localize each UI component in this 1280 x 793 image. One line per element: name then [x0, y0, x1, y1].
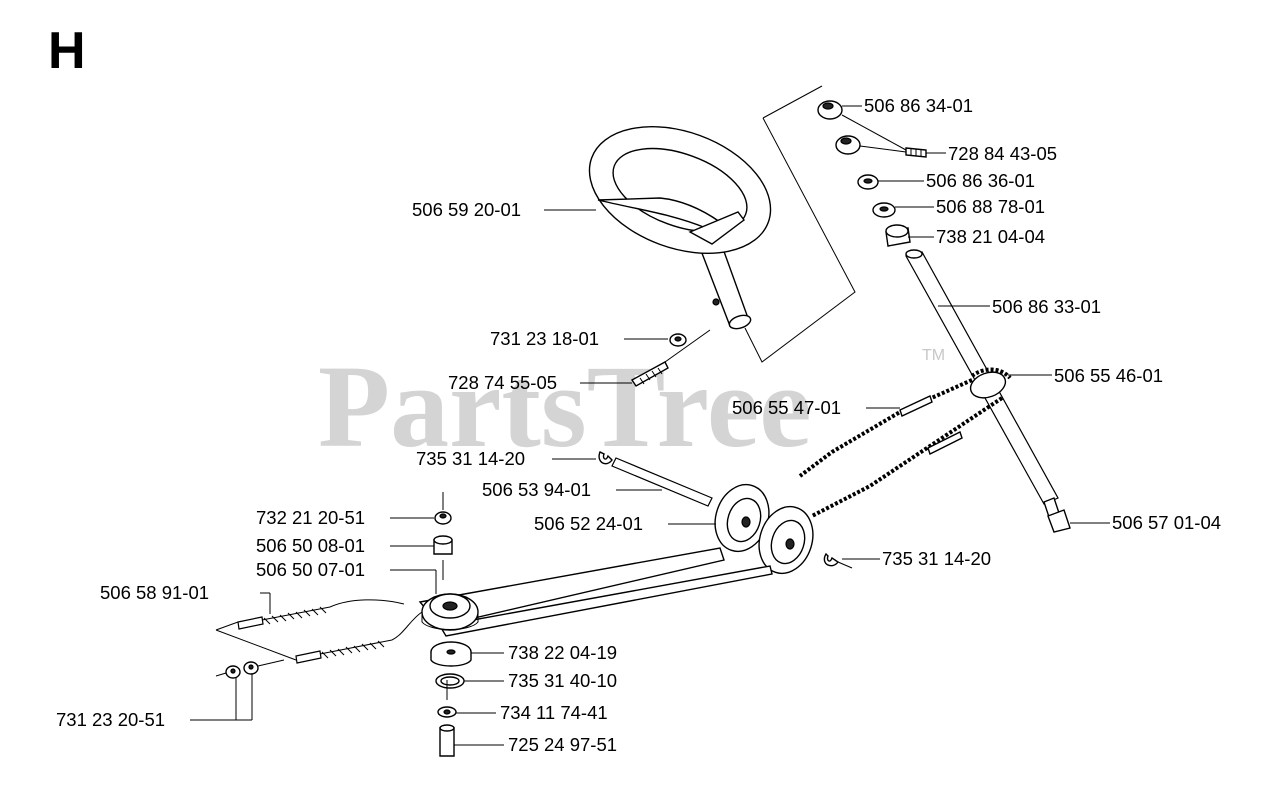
- wheel-group-bracket: [744, 85, 856, 363]
- part-number-labels: 506 86 34-01 728 84 43-05 506 86 36-01 5…: [56, 95, 1221, 755]
- collar-506-86-34[interactable]: [817, 100, 843, 120]
- set-screw-leader-lines: [841, 114, 907, 153]
- label-728-84-43-05[interactable]: 728 84 43-05: [948, 143, 1057, 164]
- label-728-74-55-05[interactable]: 728 74 55-05: [448, 372, 557, 393]
- arm-506-50-07[interactable]: [418, 547, 773, 637]
- watermark: PartsTree: [318, 341, 812, 472]
- label-506-88-78-01[interactable]: 506 88 78-01: [936, 196, 1045, 217]
- tie-rod-506-58-91[interactable]: [237, 599, 423, 664]
- nut-732-21-20[interactable]: [434, 511, 452, 525]
- chain-lower-run: [811, 396, 1004, 518]
- screw-728-74-55[interactable]: [630, 361, 669, 387]
- bolt-725-24-97[interactable]: [439, 724, 455, 757]
- label-506-59-20-01[interactable]: 506 59 20-01: [412, 199, 521, 220]
- label-725-24-97-51[interactable]: 725 24 97-51: [508, 734, 617, 755]
- bearing-738-22-04[interactable]: [430, 641, 472, 667]
- label-731-23-20-51[interactable]: 731 23 20-51: [56, 709, 165, 730]
- nut-731-23-20[interactable]: [225, 661, 259, 679]
- chain-506-55-47[interactable]: [899, 395, 963, 455]
- clip-735-31-14-upper[interactable]: [598, 451, 613, 465]
- label-738-22-04-19[interactable]: 738 22 04-19: [508, 642, 617, 663]
- screw-axis-line: [664, 329, 711, 363]
- label-506-86-36-01[interactable]: 506 86 36-01: [926, 170, 1035, 191]
- washer-734-11-74[interactable]: [437, 706, 457, 718]
- label-506-55-47-01[interactable]: 506 55 47-01: [732, 397, 841, 418]
- clip-735-31-14-lower[interactable]: [823, 552, 840, 567]
- set-screw-728-84-43[interactable]: [905, 147, 927, 158]
- section-letter: H: [48, 22, 86, 80]
- watermark-trademark: TM: [922, 347, 945, 364]
- axle-506-53-94[interactable]: [611, 457, 713, 507]
- label-506-53-94-01[interactable]: 506 53 94-01: [482, 479, 591, 500]
- label-506-52-24-01[interactable]: 506 52 24-01: [534, 513, 643, 534]
- steering-wheel[interactable]: [572, 103, 788, 331]
- label-735-31-40-10[interactable]: 735 31 40-10: [508, 670, 617, 691]
- chain-top: [970, 367, 1012, 380]
- lower-clip-axis: [837, 561, 853, 569]
- label-506-86-34-01[interactable]: 506 86 34-01: [864, 95, 973, 116]
- label-506-55-46-01[interactable]: 506 55 46-01: [1054, 365, 1163, 386]
- label-735-31-14-20-lower[interactable]: 735 31 14-20: [882, 548, 991, 569]
- label-506-57-01-04[interactable]: 506 57 01-04: [1112, 512, 1221, 533]
- label-732-21-20-51[interactable]: 732 21 20-51: [256, 507, 365, 528]
- collar-506-86-34-lower[interactable]: [835, 135, 861, 155]
- label-738-21-04-04[interactable]: 738 21 04-04: [936, 226, 1045, 247]
- label-506-50-08-01[interactable]: 506 50 08-01: [256, 535, 365, 556]
- bushing-506-50-08[interactable]: [433, 535, 453, 555]
- chain-upper-run: [798, 378, 973, 478]
- pulley-506-52-24[interactable]: [707, 478, 821, 581]
- bolt-506-57-01[interactable]: [1043, 497, 1071, 533]
- leader-lines: [190, 105, 1110, 746]
- bushing-506-88-78[interactable]: [872, 202, 896, 218]
- washer-506-86-36[interactable]: [857, 174, 879, 190]
- clip-735-31-40[interactable]: [435, 673, 465, 689]
- nut-731-23-18[interactable]: [669, 333, 687, 347]
- nut-axis-line: [215, 659, 285, 677]
- tie-rod-bracket: [215, 621, 297, 661]
- label-735-31-14-20-upper[interactable]: 735 31 14-20: [416, 448, 525, 469]
- label-506-86-33-01[interactable]: 506 86 33-01: [992, 296, 1101, 317]
- label-506-58-91-01[interactable]: 506 58 91-01: [100, 582, 209, 603]
- label-731-23-18-01[interactable]: 731 23 18-01: [490, 328, 599, 349]
- label-734-11-74-41[interactable]: 734 11 74-41: [500, 702, 608, 723]
- bushing-738-21-04[interactable]: [885, 224, 911, 247]
- label-506-50-07-01[interactable]: 506 50 07-01: [256, 559, 365, 580]
- sprocket-506-55-46[interactable]: [967, 368, 1009, 403]
